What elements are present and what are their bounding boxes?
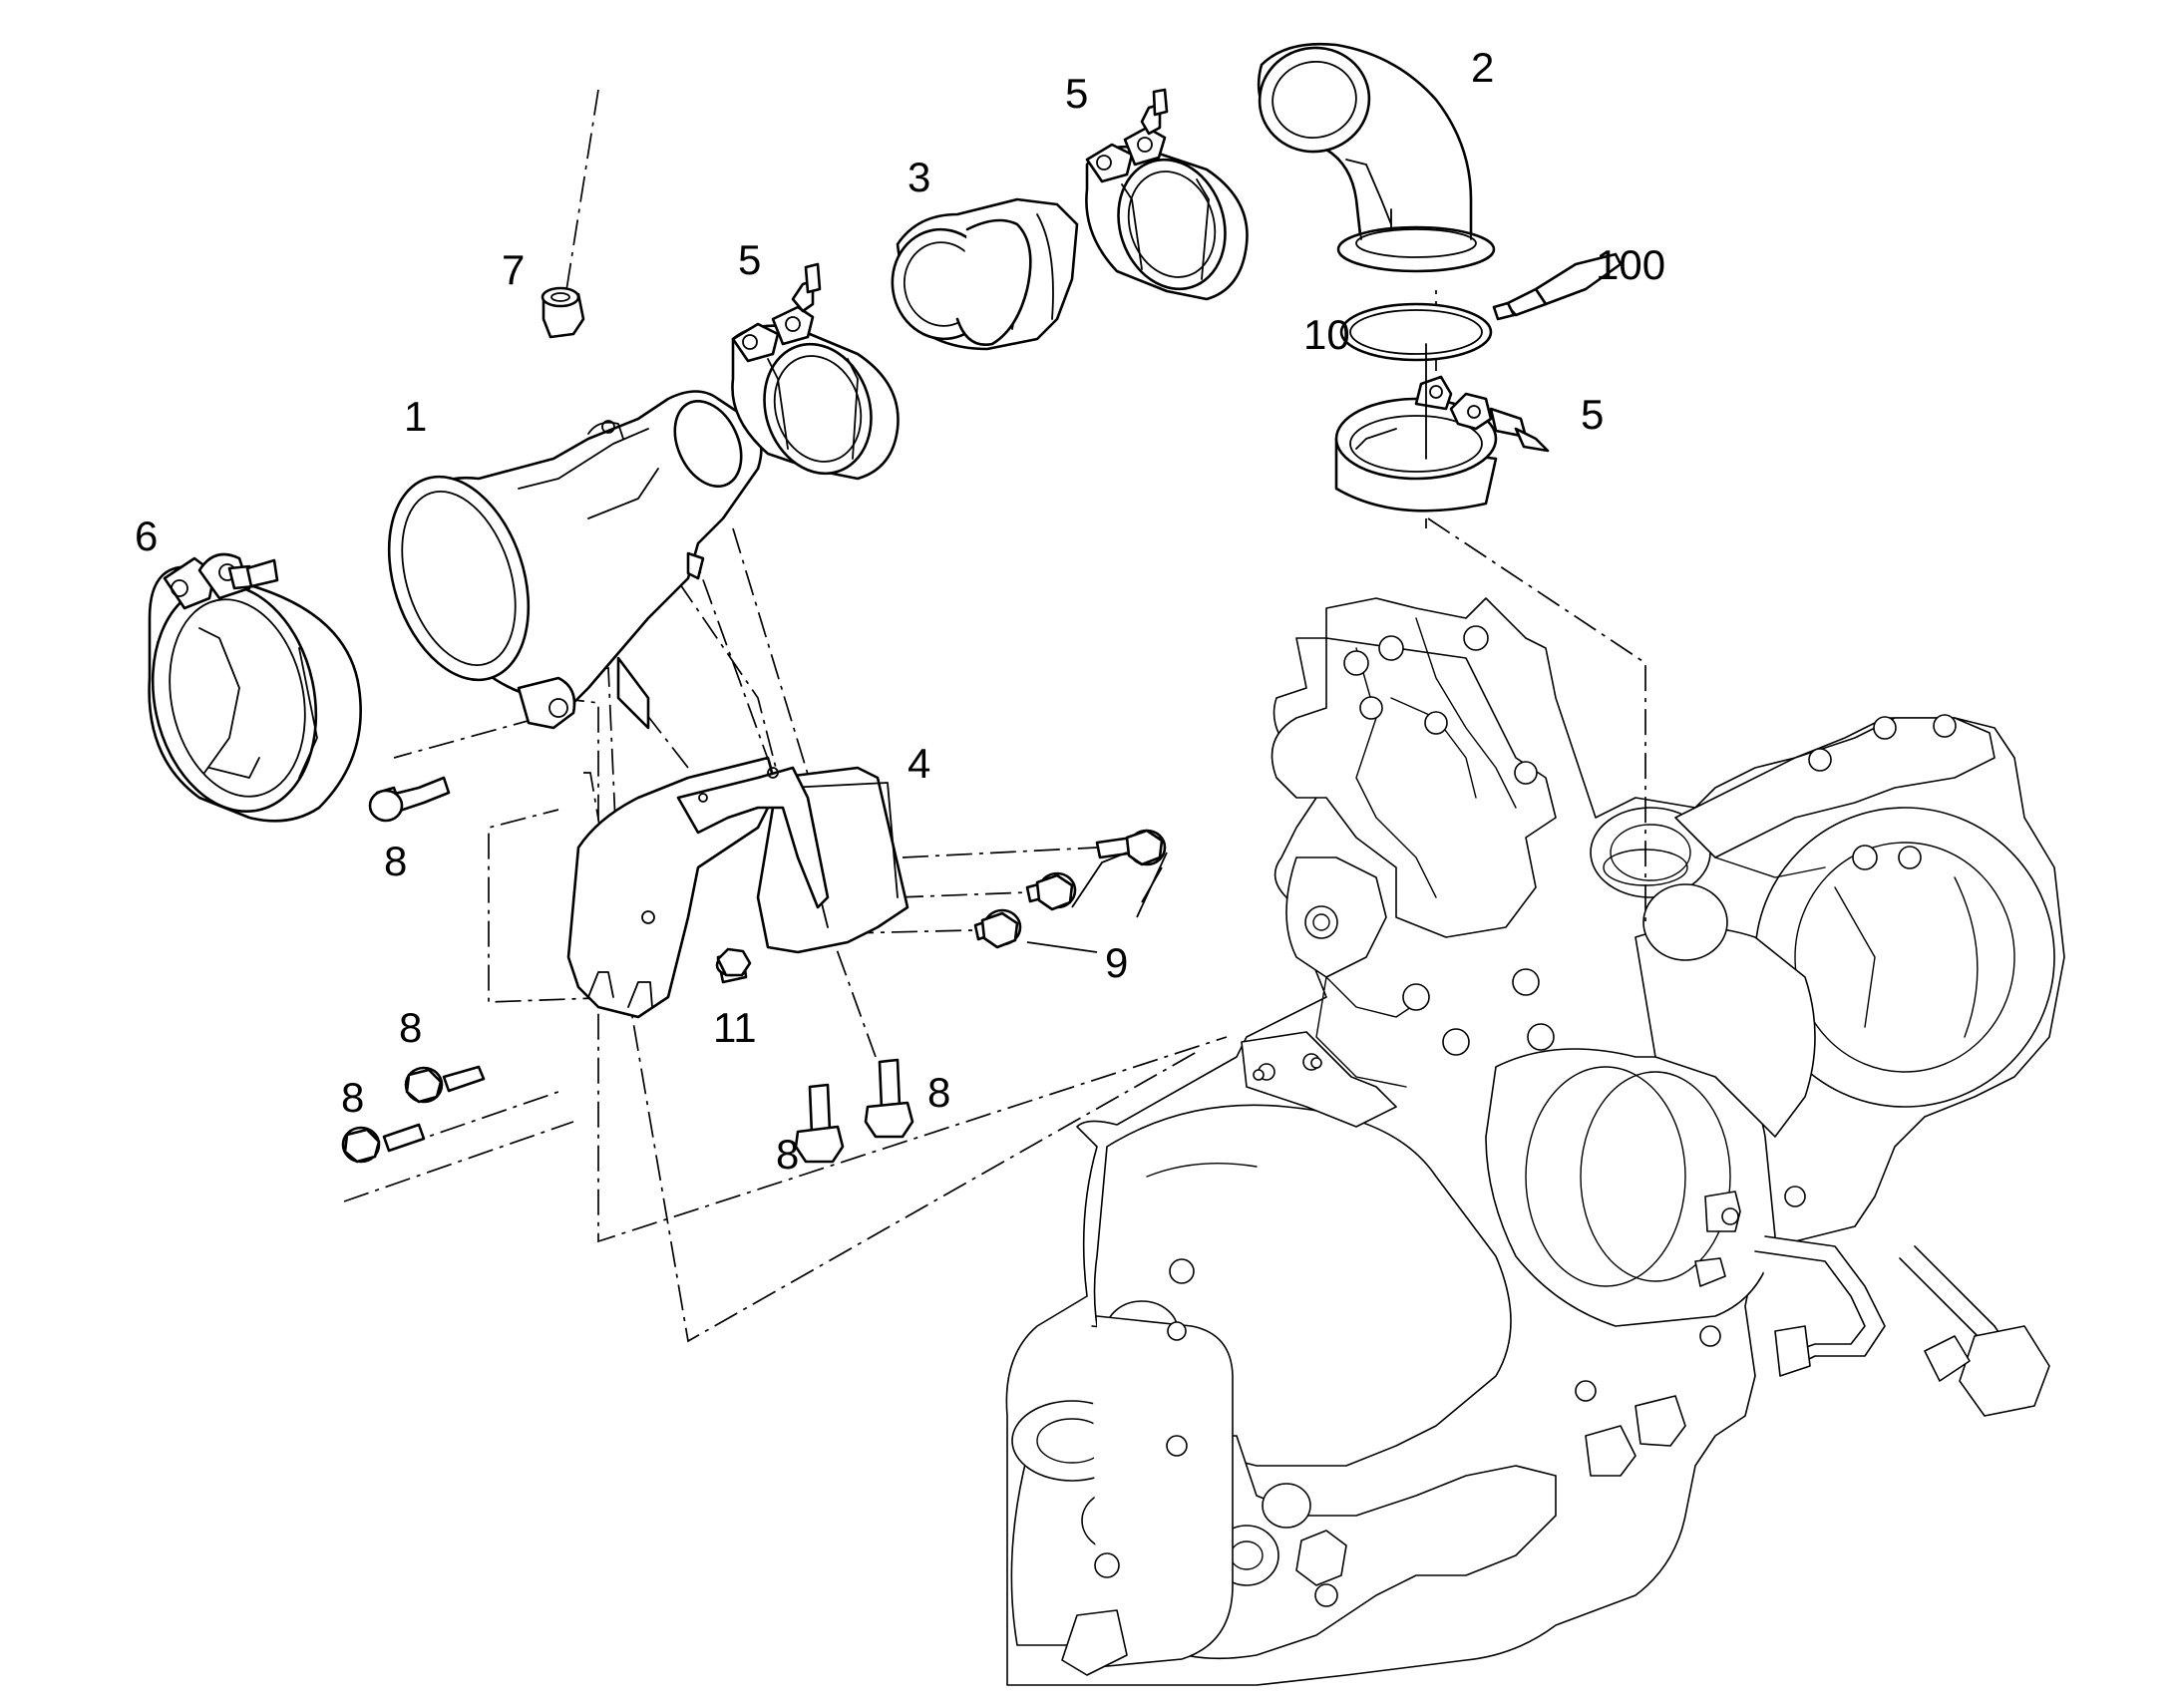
callout-lines — [1026, 852, 1168, 953]
callout-6: 6 — [135, 512, 158, 559]
bolt-8-e — [864, 1058, 914, 1139]
part-5-vband-clamp-a — [731, 262, 900, 481]
bolt-8-b — [404, 1065, 486, 1104]
bolt-8-d — [794, 1083, 845, 1164]
callout-8-d: 8 — [776, 1131, 799, 1178]
callout-3: 3 — [908, 154, 930, 200]
callout-8-b: 8 — [399, 1004, 422, 1051]
bolt-9-c — [973, 908, 1022, 949]
turbocharger-engine-assembly — [1005, 597, 2065, 1686]
callout-labels: 1 2 3 4 5 5 5 6 7 8 8 8 8 8 9 10 11 100 — [135, 44, 1665, 1178]
part-10-o-ring — [1339, 302, 1493, 362]
callout-8-a: 8 — [384, 838, 407, 884]
part-8-bolts — [341, 776, 914, 1164]
callout-10: 10 — [1303, 311, 1350, 358]
part-5-vband-clamp-b — [1085, 88, 1249, 301]
callout-5-b: 5 — [1065, 70, 1088, 117]
callout-7: 7 — [502, 246, 525, 293]
callout-4: 4 — [908, 740, 930, 787]
callout-100: 100 — [1596, 241, 1665, 288]
part-7-plug — [541, 286, 585, 339]
callout-8-c: 8 — [341, 1074, 364, 1121]
part-4-bracket — [566, 756, 909, 1019]
bolt-9-b — [1025, 871, 1077, 911]
part-1-turbo-inlet-elbow — [387, 390, 763, 730]
bolt-9-a — [1095, 829, 1167, 866]
callout-2: 2 — [1471, 44, 1494, 91]
callout-8-e: 8 — [927, 1069, 950, 1116]
callout-5-c: 5 — [1581, 391, 1604, 438]
part-5-vband-clamp-c — [1334, 343, 1550, 512]
part-11-nut — [716, 947, 752, 977]
part-3-rubber-coupler — [891, 197, 1079, 351]
bolt-8-c — [341, 1123, 426, 1164]
bolt-8-a — [368, 776, 451, 823]
part-2-elbow-pipe — [1257, 42, 1496, 273]
part-6-vband-clamp — [148, 552, 362, 823]
part-100-sealant-tube — [1492, 252, 1623, 321]
callout-1: 1 — [404, 393, 427, 440]
callout-5-a: 5 — [738, 236, 761, 283]
callout-11: 11 — [713, 1004, 757, 1051]
callout-9: 9 — [1105, 939, 1128, 986]
part-9-bolts — [973, 829, 1167, 949]
